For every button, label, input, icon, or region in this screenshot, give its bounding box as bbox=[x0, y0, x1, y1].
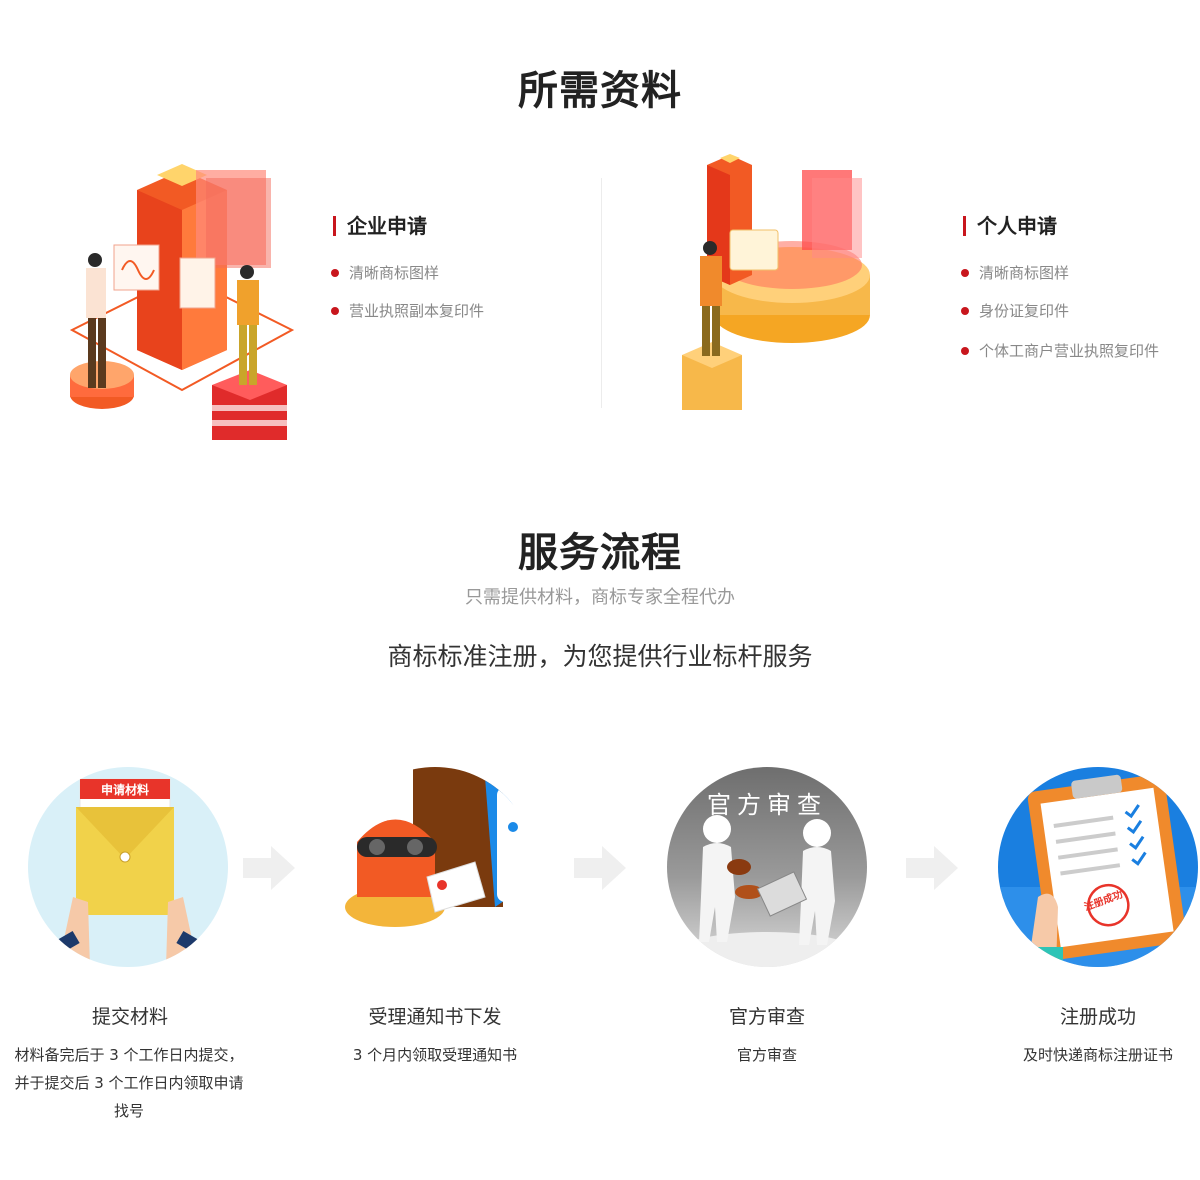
step-badge-text: 官方审查 bbox=[707, 791, 827, 819]
step-arrow-icon bbox=[574, 846, 626, 890]
step-registration-success-image: 注册成功 bbox=[998, 767, 1198, 967]
step-description: 3 个月内领取受理通知书 bbox=[352, 1046, 518, 1064]
step-description: 材料备完后于 3 个工作日内提交， 并于提交后 3 个工作日内领取申请 找号 bbox=[14, 1046, 244, 1120]
step-arrow-icon bbox=[906, 846, 958, 890]
step-description: 及时快递商标注册证书 bbox=[1022, 1046, 1173, 1064]
step-official-review-image: 官方审查 bbox=[667, 767, 867, 967]
enterprise-title: 企业申请 bbox=[333, 214, 427, 238]
enterprise-buildings-icon bbox=[69, 164, 295, 440]
personal-illustration bbox=[672, 130, 882, 420]
step-title: 提交材料 bbox=[91, 1006, 168, 1028]
materials-section-title: 所需资料 bbox=[518, 68, 682, 114]
process-tagline: 商标标准注册，为您提供行业标杆服务 bbox=[387, 642, 813, 671]
step-title: 受理通知书下发 bbox=[368, 1006, 502, 1028]
personal-item: 身份证复印件 bbox=[961, 301, 1069, 321]
personal-item: 清晰商标图样 bbox=[961, 263, 1069, 283]
personal-tower-icon bbox=[682, 154, 870, 410]
step-badge-text: 申请材料 bbox=[100, 783, 149, 797]
step-arrow-icon bbox=[243, 846, 295, 890]
personal-title: 个人申请 bbox=[963, 214, 1057, 238]
mail-delivery-icon bbox=[345, 767, 527, 927]
process-subtitle: 只需提供材料，商标专家全程代办 bbox=[465, 587, 735, 608]
enterprise-item: 清晰商标图样 bbox=[331, 263, 439, 283]
personal-item: 个体工商户营业执照复印件 bbox=[961, 341, 1159, 361]
section-divider bbox=[601, 178, 602, 408]
step-title: 注册成功 bbox=[1059, 1006, 1136, 1028]
step-submit-materials-image: 申请材料 bbox=[28, 767, 228, 967]
enterprise-item: 营业执照副本复印件 bbox=[331, 301, 484, 321]
step-notice-image bbox=[335, 767, 535, 967]
step-description: 官方审查 bbox=[736, 1046, 797, 1064]
process-section-title: 服务流程 bbox=[518, 530, 682, 576]
clipboard-check-icon bbox=[998, 774, 1198, 967]
step-title: 官方审查 bbox=[728, 1006, 805, 1028]
enterprise-illustration bbox=[62, 150, 302, 445]
